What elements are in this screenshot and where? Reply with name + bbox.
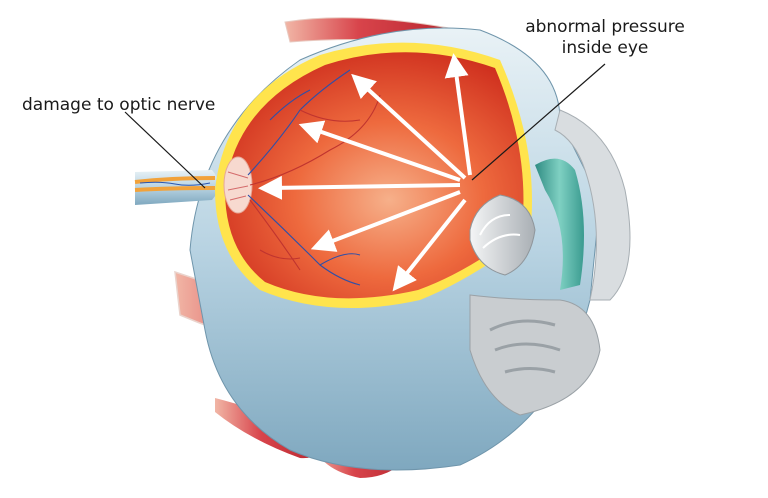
optic-disc: [223, 156, 253, 214]
pressure-arrow: [298, 120, 461, 182]
pressure-arrows: [258, 53, 472, 292]
optic-nerve-leader: [124, 111, 206, 189]
vitreous-chamber: [225, 52, 524, 299]
pressure-arrow: [258, 175, 461, 200]
lens: [469, 194, 536, 276]
optic-nerve-fibers: [134, 176, 216, 192]
pressure-label-line2: inside eye: [561, 38, 649, 58]
pressure-arrow: [351, 73, 467, 180]
optic-nerve-label: damage to optic nerve: [22, 95, 216, 115]
anterior-outer: [554, 109, 631, 301]
pressure-label-line1: abnormal pressure: [525, 17, 685, 37]
pressure-arrow: [444, 53, 472, 176]
pressure-label: abnormal pressure inside eye: [520, 17, 690, 59]
pressure-arrow: [392, 198, 467, 292]
pressure-leader: [471, 63, 606, 181]
pressure-arrow: [310, 190, 461, 252]
cornea-teal: [535, 158, 584, 290]
